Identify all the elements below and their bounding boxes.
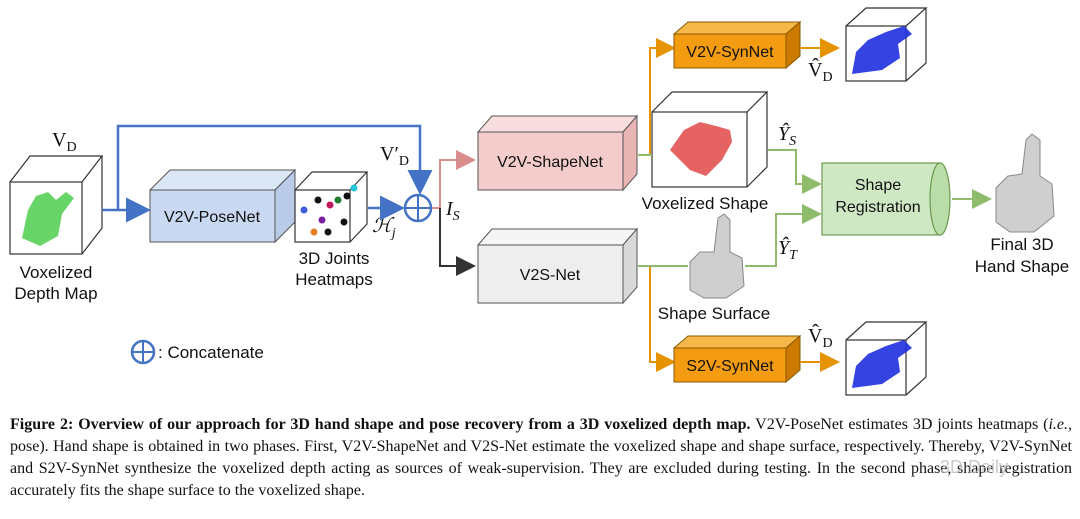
svg-text:IS: IS	[445, 198, 460, 224]
vhat-top-sub: D	[822, 70, 832, 85]
concat-symbol-sub: S	[453, 209, 460, 224]
posenet-block: V2V-PoseNet	[148, 168, 297, 244]
caption-bold: Figure 2: Overview of our approach for 3…	[10, 416, 751, 433]
input-depth-cube	[9, 155, 104, 255]
concat-to-shapenet-arrow	[432, 150, 476, 209]
vt-symbol-sub: T	[789, 248, 798, 263]
shape-surface-hand	[689, 213, 745, 299]
posenet-label: V2V-PoseNet	[164, 209, 261, 226]
svg-text:V̂D: V̂D	[808, 323, 833, 351]
method-figure: VD Voxelized Depth Map V2V-PoseNet 3D Jo…	[9, 7, 1070, 396]
svg-text:ŶT: ŶT	[778, 236, 798, 263]
vs-symbol-sub: S	[789, 134, 796, 149]
svg-text:VD: VD	[52, 129, 77, 155]
synnet-bottom-label: S2V-SynNet	[686, 358, 774, 375]
v2s-to-synnet-arrow	[649, 266, 676, 372]
svg-text:ℋj: ℋj	[372, 215, 396, 241]
input-caption-line1: Voxelized	[20, 263, 93, 282]
v2s-label: V2S-Net	[520, 267, 581, 284]
registration-line1: Shape	[855, 177, 901, 194]
synnet-top-label: V2V-SynNet	[686, 44, 774, 61]
svg-text:ŶS: ŶS	[778, 122, 796, 149]
synth-depth-bottom-cube	[845, 321, 928, 396]
synnet-bottom-block: S2V-SynNet	[672, 334, 802, 384]
legend-concatenate: : Concatenate	[130, 339, 264, 365]
final-hand-shape	[995, 133, 1055, 233]
input-hand-voxels	[22, 192, 74, 246]
surface-to-registration-arrow	[745, 204, 822, 267]
concat-to-v2s-arrow	[439, 208, 476, 276]
final-caption-line2: Hand Shape	[975, 257, 1070, 276]
concatenate-node	[403, 193, 433, 223]
vhat-top: V̂	[808, 57, 823, 81]
final-caption-line1: Final 3D	[990, 235, 1053, 254]
concat-symbol: I	[445, 198, 454, 220]
svg-text:V′D: V′D	[380, 143, 409, 169]
shapenet-block: V2V-ShapeNet	[476, 114, 639, 192]
voxelized-shape-cube	[651, 91, 769, 188]
voxel-to-registration-arrow	[768, 149, 822, 194]
vhat-bottom: V̂	[808, 323, 823, 347]
skip-label: V′	[380, 143, 399, 165]
input-caption-line2: Depth Map	[14, 284, 97, 303]
caption-italic: i.e.,	[1048, 416, 1073, 433]
heatmap-caption-line2: Heatmaps	[295, 270, 372, 289]
synth-depth-top-cube	[845, 7, 928, 82]
vt-symbol: Ŷ	[778, 236, 791, 259]
input-label: V	[52, 129, 67, 151]
voxel-shape-caption: Voxelized Shape	[642, 194, 769, 213]
vs-symbol: Ŷ	[778, 122, 791, 145]
figure-caption: Figure 2: Overview of our approach for 3…	[10, 414, 1072, 502]
watermark-logo: 3D Daily	[940, 457, 1009, 477]
skip-label-sub: D	[399, 154, 409, 169]
synnet-top-block: V2V-SynNet	[672, 20, 802, 70]
shapenet-label: V2V-ShapeNet	[497, 154, 603, 171]
registration-block: Shape Registration	[821, 162, 951, 236]
vhat-bottom-sub: D	[822, 336, 832, 351]
shape-surface-caption: Shape Surface	[658, 304, 770, 323]
caption-text-1: V2V-PoseNet estimates 3D joints heatmaps…	[750, 416, 1049, 433]
heatmap-symbol-sub: j	[390, 226, 396, 241]
v2s-block: V2S-Net	[476, 227, 639, 305]
heatmap-caption-line1: 3D Joints	[299, 249, 370, 268]
heatmap-symbol: ℋ	[372, 215, 395, 237]
input-label-sub: D	[66, 140, 76, 155]
heatmap-cube	[294, 171, 369, 243]
legend-text: : Concatenate	[158, 343, 264, 362]
svg-text:V̂D: V̂D	[808, 57, 833, 85]
caption-text-2: pose). Hand shape is obtained in two pha…	[10, 438, 1072, 499]
skip-connection-arrow	[116, 124, 433, 210]
registration-line2: Registration	[835, 199, 920, 216]
